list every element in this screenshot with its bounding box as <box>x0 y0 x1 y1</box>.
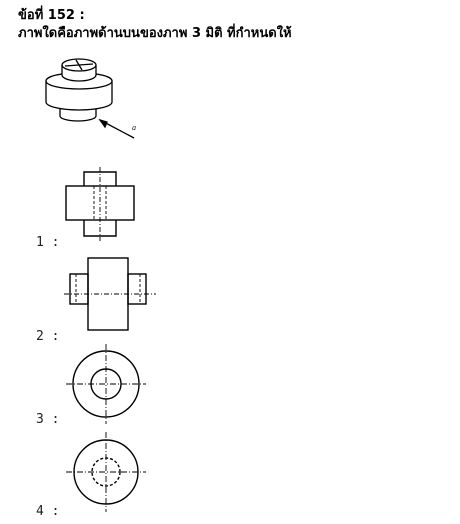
question-text: ภาพใดคือภาพด้านบนของภาพ 3 มิติ ที่กำหนดใ… <box>18 26 292 41</box>
choice-4-figure[interactable] <box>66 432 150 516</box>
choice-3-label: 3 : <box>36 412 60 427</box>
choice-2-figure[interactable] <box>62 252 162 334</box>
question-number: ข้อที่ 152 : <box>18 8 85 23</box>
choice-4-label: 4 : <box>36 504 60 519</box>
choice-3-figure[interactable] <box>66 344 150 428</box>
choice-1-label: 1 : <box>36 235 60 250</box>
isometric-object-figure: a <box>38 50 148 150</box>
choice-2-label: 2 : <box>36 329 60 344</box>
svg-text:a: a <box>132 124 136 132</box>
choice-1-figure[interactable] <box>58 164 144 244</box>
